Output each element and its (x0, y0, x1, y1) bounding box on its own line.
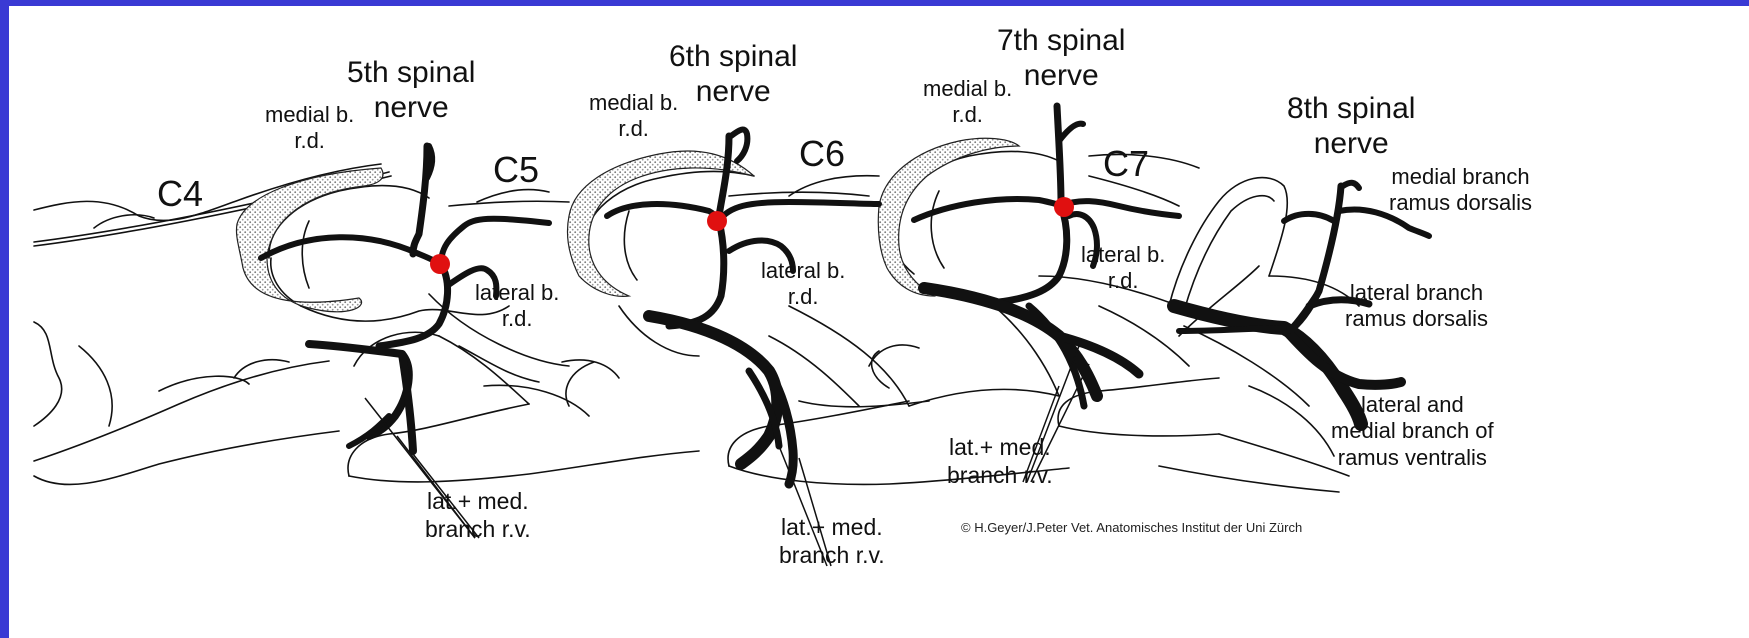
lateral-rd-label-7: lateral b. r.d. (1081, 242, 1165, 295)
lateral-rd-label-5-line-2: r.d. (475, 306, 559, 332)
nerve-label-6-line-2: nerve (669, 75, 797, 110)
lateral-rd-label-5-line-1: lateral b. (475, 280, 559, 306)
branch-point-6 (707, 211, 727, 231)
vertebra-label-c6: C6 (799, 132, 845, 175)
medial-rd-label-6: medial b. r.d. (589, 90, 678, 143)
ventral-branch-8-line-1: lateral and (1331, 392, 1494, 418)
ventral-branch-8-line-3: ramus ventralis (1331, 445, 1494, 471)
rv-label-7-line-2: branch r.v. (947, 462, 1053, 490)
nerve-label-6: 6th spinal nerve (669, 40, 797, 109)
nerve-label-5: 5th spinal nerve (347, 56, 475, 125)
vertebra-label-c5: C5 (493, 148, 539, 191)
medial-rd-label-6-line-2: r.d. (589, 116, 678, 142)
medial-branch-8-line-2: ramus dorsalis (1389, 190, 1532, 216)
lateral-branch-8-line-2: ramus dorsalis (1345, 306, 1488, 332)
ventral-branch-8-label: lateral and medial branch of ramus ventr… (1331, 392, 1494, 471)
nerve-label-8-line-1: 8th spinal (1287, 92, 1415, 127)
nerve-label-6-line-1: 6th spinal (669, 40, 797, 75)
ventral-branch-8-line-2: medial branch of (1331, 418, 1494, 444)
rv-label-7: lat.+ med. branch r.v. (947, 434, 1053, 489)
nerve-label-5-line-1: 5th spinal (347, 56, 475, 91)
diagram-canvas: C4 C5 C6 C7 5th spinal nerve 6th spinal … (9, 6, 1749, 638)
articular-surfaces (236, 138, 1019, 312)
medial-rd-label-5-line-1: medial b. (265, 102, 354, 128)
lateral-rd-label-6-line-1: lateral b. (761, 258, 845, 284)
nerve-label-7: 7th spinal nerve (997, 24, 1125, 93)
rv-label-6: lat.+ med. branch r.v. (779, 514, 885, 569)
lateral-rd-label-7-line-1: lateral b. (1081, 242, 1165, 268)
medial-rd-label-7: medial b. r.d. (923, 76, 1012, 129)
branch-point-5 (430, 254, 450, 274)
medial-rd-label-5-line-2: r.d. (265, 128, 354, 154)
rv-label-6-line-2: branch r.v. (779, 542, 885, 570)
medial-rd-label-7-line-1: medial b. (923, 76, 1012, 102)
vertebra-label-c4: C4 (157, 172, 203, 215)
medial-rd-label-7-line-2: r.d. (923, 102, 1012, 128)
nerve-label-7-line-1: 7th spinal (997, 24, 1125, 59)
nerve-label-8: 8th spinal nerve (1287, 92, 1415, 161)
branch-points (430, 197, 1074, 274)
vertebra-label-c7: C7 (1103, 142, 1149, 185)
lateral-branch-8-label: lateral branch ramus dorsalis (1345, 280, 1488, 333)
branch-point-7 (1054, 197, 1074, 217)
nerve-label-8-line-2: nerve (1287, 127, 1415, 162)
copyright-note: © H.Geyer/J.Peter Vet. Anatomisches Inst… (961, 520, 1302, 536)
rv-label-7-line-1: lat.+ med. (947, 434, 1053, 462)
medial-rd-label-5: medial b. r.d. (265, 102, 354, 155)
nerve-label-5-line-2: nerve (347, 91, 475, 126)
lateral-rd-label-5: lateral b. r.d. (475, 280, 559, 333)
medial-rd-label-6-line-1: medial b. (589, 90, 678, 116)
lateral-branch-8-line-1: lateral branch (1345, 280, 1488, 306)
medial-branch-8-label: medial branch ramus dorsalis (1389, 164, 1532, 217)
rv-label-5-line-2: branch r.v. (425, 516, 531, 544)
rv-label-6-line-1: lat.+ med. (779, 514, 885, 542)
rv-label-5: lat.+ med. branch r.v. (425, 488, 531, 543)
medial-branch-8-line-1: medial branch (1389, 164, 1532, 190)
lateral-rd-label-7-line-2: r.d. (1081, 268, 1165, 294)
lateral-rd-label-6-line-2: r.d. (761, 284, 845, 310)
rv-label-5-line-1: lat.+ med. (425, 488, 531, 516)
lateral-rd-label-6: lateral b. r.d. (761, 258, 845, 311)
nerve-label-7-line-2: nerve (997, 59, 1125, 94)
